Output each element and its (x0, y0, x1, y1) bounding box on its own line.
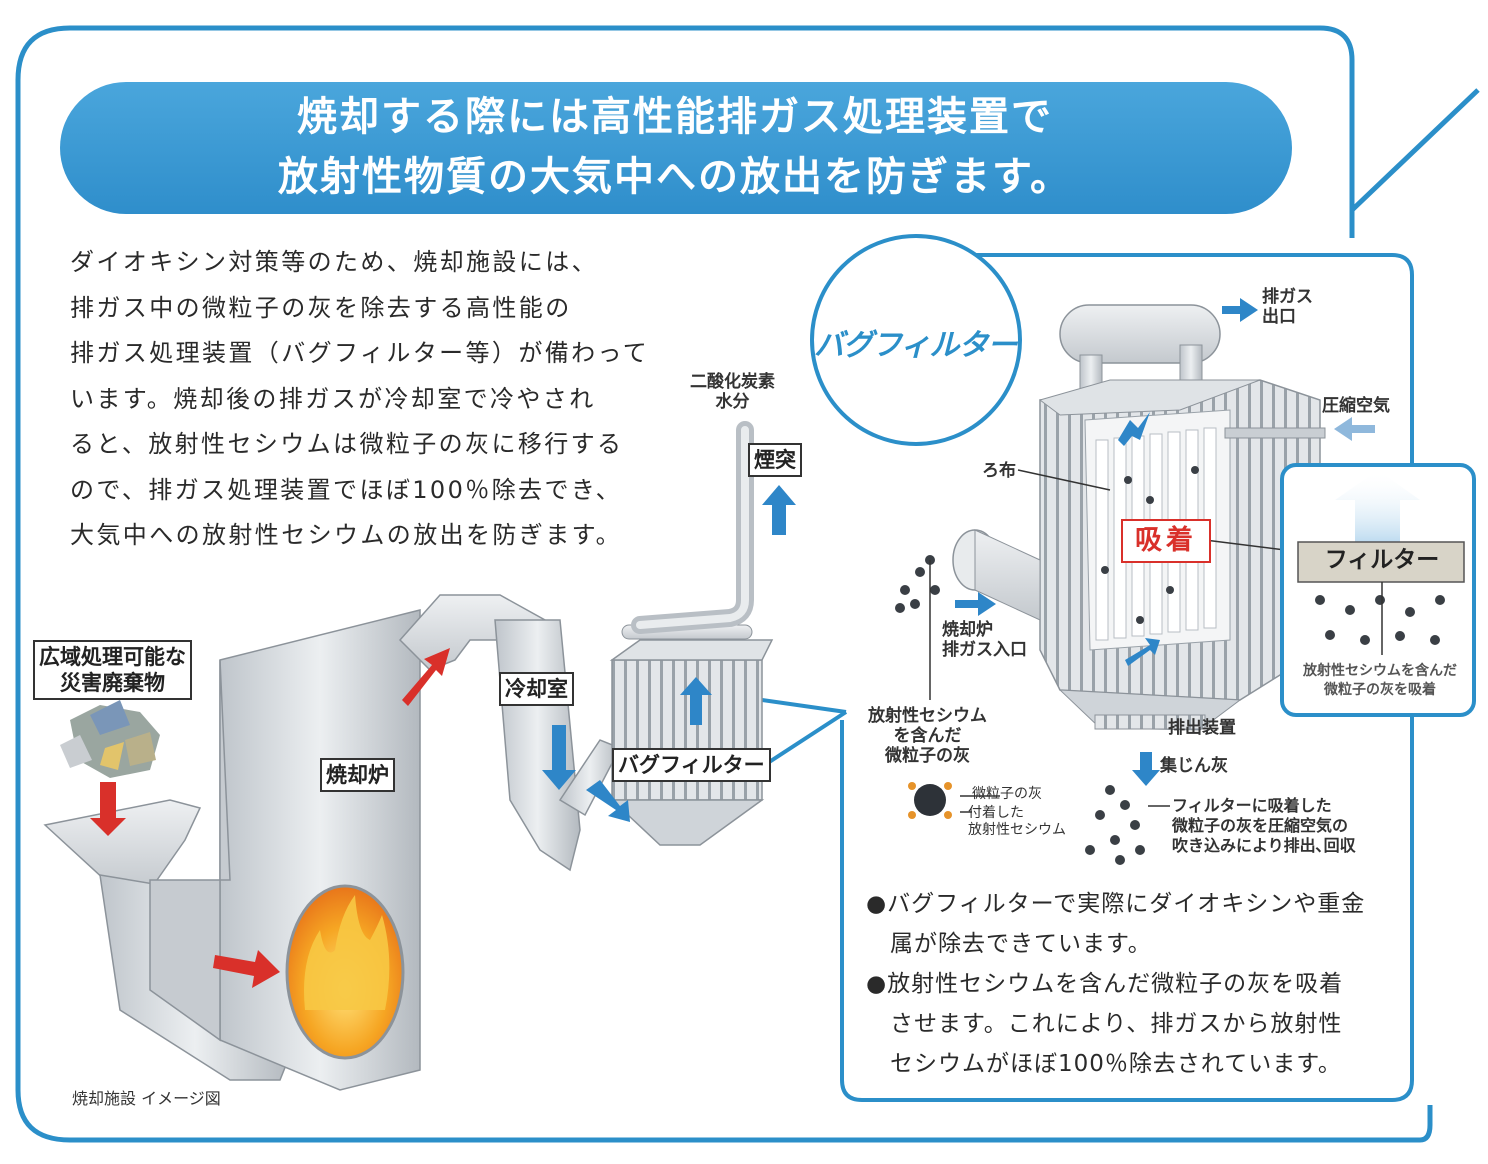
inset-caption-line: 微粒子の灰を吸着 (1324, 682, 1436, 698)
dust-recovery-note: フィルターに吸着した 微粒子の灰を圧縮空気の 吹き込みにより排出､回収 (1172, 796, 1356, 856)
intro-line: います。焼却後の排ガスが冷却室で冷やされ (70, 384, 596, 413)
bullet-line: ●バグフィルターで実際にダイオキシンや重金 (866, 891, 1366, 917)
furnace-gas-inlet-label: 焼却炉 排ガス入口 (942, 620, 1027, 660)
title-line-1: 焼却する際には高性能排ガス処理装置で (297, 94, 1053, 140)
intro-paragraph: ダイオキシン対策等のため、焼却施設には、 排ガス中の微粒子の灰を除去する高性能の… (70, 240, 670, 559)
adsorption-label: 吸着 (1121, 519, 1211, 563)
inset-caption: 放射性セシウムを含んだ 微粒子の灰を吸着 (1288, 662, 1472, 700)
intro-line: 排ガス処理装置（バグフィルター等）が備わって (70, 339, 650, 367)
inset-caption-line: 放射性セシウムを含んだ (1303, 663, 1457, 679)
detail-title-circle (810, 234, 1022, 446)
filter-cloth-label: ろ布 (982, 461, 1016, 481)
note-line: フィルターに吸着した (1172, 796, 1332, 815)
gas-outlet-label: 排ガス 出口 (1262, 287, 1313, 327)
legend-ash-particle (914, 784, 946, 816)
legend-cesium-line: 付着した (968, 805, 1024, 821)
filter-cloth-bags (1095, 427, 1217, 641)
inset-filter-label: フィルター (1324, 547, 1440, 573)
hopper (43, 799, 202, 891)
bagfilter-bullets: ●バグフィルターで実際にダイオキシンや重金 属が除去できています。 ●放射性セシ… (866, 884, 1365, 1084)
incineration-plant (43, 421, 796, 1091)
exhaust-line: 水分 (715, 392, 750, 412)
intro-line: ると、放射性セシウムは微粒子の灰に移行する (70, 430, 624, 458)
bag-filter-detail-title: バグフィルター (814, 328, 1017, 363)
filter-inset (1280, 463, 1476, 717)
compressed-air-label: 圧縮空気 (1322, 396, 1390, 416)
gas-outlet-line: 出口 (1262, 307, 1296, 327)
bullet-line: させます。これにより、排ガスから放射性 (866, 1011, 1343, 1037)
bullet-line: ●放射性セシウムを含んだ微粒子の灰を吸着 (866, 971, 1344, 997)
waste-label-line: 災害廃棄物 (60, 671, 165, 695)
detail-pointer (758, 698, 848, 770)
waste-label: 広域処理可能な 災害廃棄物 (33, 640, 192, 700)
legend-cesium-label: 付着した 放射性セシウム (968, 805, 1066, 839)
gas-outlet-line: 排ガス (1262, 287, 1313, 307)
legend-cesium-line: 放射性セシウム (968, 822, 1066, 838)
bag-filter-small-hopper (610, 799, 765, 846)
note-line: 微粒子の灰を圧縮空気の (1172, 816, 1349, 835)
cesium-ash-line: を含んだ (893, 726, 962, 746)
detail-blue-arrows (955, 298, 1375, 786)
cesium-ash-label: 放射性セシウム を含んだ 微粒子の灰 (868, 706, 987, 766)
cooling-chamber (494, 619, 581, 872)
intro-line: 排ガス中の微粒子の灰を除去する高性能の (70, 293, 572, 322)
exhaust-components-label: 二酸化炭素 水分 (690, 372, 775, 412)
intro-line: 大気中への放射性セシウムの放出を防ぎます。 (70, 521, 622, 549)
waste-pile (60, 700, 160, 778)
collected-dust-label: 集じん灰 (1160, 756, 1228, 776)
bag-filter-label: バグフィルター (612, 748, 771, 782)
inlet-line: 排ガス入口 (942, 640, 1027, 660)
bullet-line: 属が除去できています。 (866, 931, 1152, 957)
cesium-ash-line: 微粒子の灰 (885, 746, 970, 766)
discharge-device-label: 排出装置 (1168, 718, 1236, 738)
exhaust-line: 二酸化炭素 (690, 372, 775, 392)
waste-label-line: 広域処理可能な (39, 645, 186, 669)
note-line: 吹き込みにより排出､回収 (1172, 836, 1356, 855)
header-banner (60, 82, 1292, 214)
chimney-label: 煙突 (748, 443, 802, 477)
leader-lines (929, 469, 1286, 813)
legend-ash-label: 微粒子の灰 (972, 786, 1042, 802)
blue-flow-arrows (542, 485, 796, 822)
page-title: 焼却する際には高性能排ガス処理装置で 放射性物質の大気中への放出を防ぎます。 (60, 80, 1290, 214)
flame-icon (304, 895, 390, 1010)
figure-caption: 焼却施設 イメージ図 (72, 1089, 221, 1108)
red-flow-arrows (90, 648, 450, 988)
cooling-chamber-label: 冷却室 (499, 672, 574, 706)
inlet-line: 焼却炉 (942, 620, 993, 640)
furnace-label: 焼却炉 (320, 758, 395, 792)
bag-filter-small-top (609, 639, 774, 661)
intro-line: ダイオキシン対策等のため、焼却施設には、 (70, 248, 598, 276)
ash-particles (895, 466, 1199, 865)
bullet-line: セシウムがほぼ100％除去されています。 (866, 1051, 1342, 1077)
outer-frame (15, 25, 1480, 1143)
furnace-side (149, 659, 231, 1042)
title-line-2: 放射性物質の大気中への放出を防ぎます。 (278, 154, 1072, 200)
intro-line: ので、排ガス処理装置でほぼ100％除去でき、 (70, 475, 622, 504)
cesium-ash-line: 放射性セシウム (868, 706, 987, 726)
